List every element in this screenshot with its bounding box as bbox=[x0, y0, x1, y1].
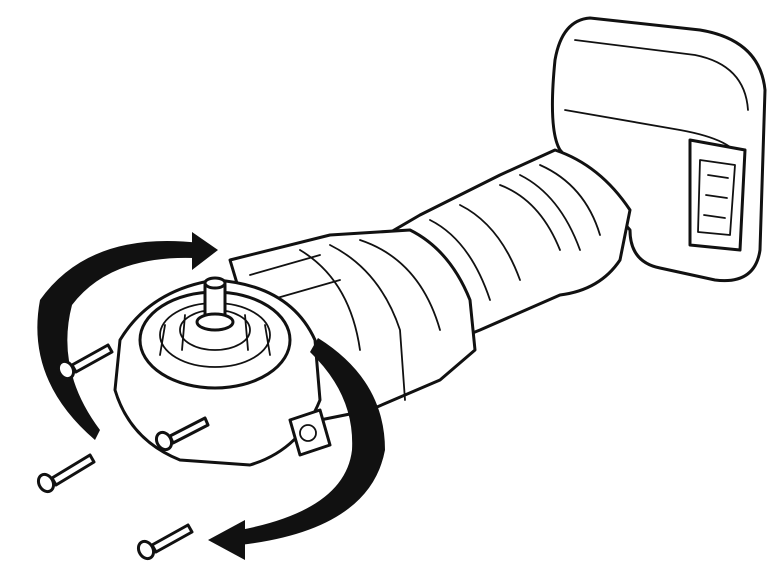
screw bbox=[36, 453, 96, 494]
rotation-arrow-right-icon bbox=[208, 338, 385, 560]
spindle bbox=[195, 276, 235, 332]
screw bbox=[136, 523, 194, 561]
rotation-arrow-left-icon bbox=[37, 232, 218, 440]
battery-pack bbox=[550, 16, 767, 283]
screw bbox=[154, 416, 210, 452]
gear-head bbox=[113, 278, 332, 467]
screw bbox=[56, 343, 114, 381]
